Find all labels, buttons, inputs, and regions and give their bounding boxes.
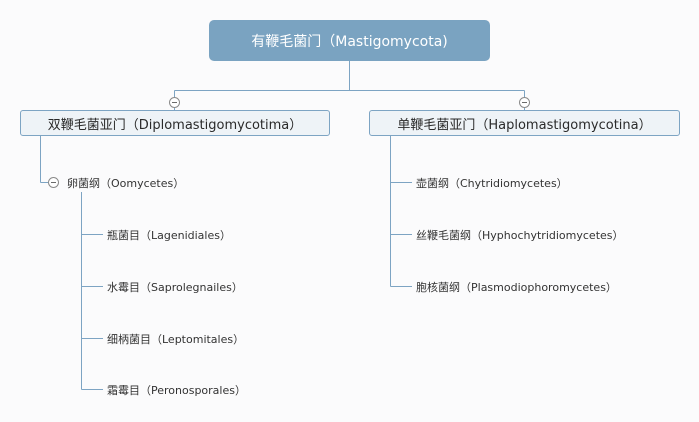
class-label: 丝鞭毛菌纲（Hyphochytridiomycetes） bbox=[416, 229, 624, 242]
root-label: 有鞭毛菌门（Mastigomycota) bbox=[251, 33, 448, 50]
class-node-oomycetes[interactable]: 卵菌纲（Oomycetes） bbox=[67, 174, 184, 192]
class-node-chytridiomycetes[interactable]: 壶菌纲（Chytridiomycetes） bbox=[416, 174, 568, 192]
order-label: 水霉目（Saprolegnailes） bbox=[107, 281, 243, 294]
collapse-minus-icon[interactable] bbox=[519, 97, 530, 108]
collapse-minus-icon[interactable] bbox=[48, 177, 59, 188]
order-node-leptomitales[interactable]: 细柄菌目（Leptomitales） bbox=[107, 330, 244, 348]
class-label: 壶菌纲（Chytridiomycetes） bbox=[416, 177, 568, 190]
subphylum-label: 单鞭毛菌亚门（Haplomastigomycotina） bbox=[397, 117, 652, 133]
order-label: 瓶菌目（Lagenidiales） bbox=[107, 229, 231, 242]
class-label: 胞核菌纲（Plasmodiophoromycetes） bbox=[416, 281, 617, 294]
subphylum-label: 双鞭毛菌亚门（Diplomastigomycotima） bbox=[47, 117, 303, 133]
order-node-lagenidiales[interactable]: 瓶菌目（Lagenidiales） bbox=[107, 226, 231, 244]
class-label: 卵菌纲（Oomycetes） bbox=[67, 177, 185, 190]
order-node-peronosporales[interactable]: 霜霉目（Peronosporales） bbox=[107, 381, 246, 399]
subphylum-node-haplomastigomycotina[interactable]: 单鞭毛菌亚门（Haplomastigomycotina） bbox=[369, 110, 680, 136]
order-node-saprolegnailes[interactable]: 水霉目（Saprolegnailes） bbox=[107, 278, 243, 296]
order-label: 霜霉目（Peronosporales） bbox=[107, 384, 246, 397]
class-node-hyphochytridiomycetes[interactable]: 丝鞭毛菌纲（Hyphochytridiomycetes） bbox=[416, 226, 624, 244]
root-node[interactable]: 有鞭毛菌门（Mastigomycota) bbox=[209, 20, 490, 61]
class-node-plasmodiophoromycetes[interactable]: 胞核菌纲（Plasmodiophoromycetes） bbox=[416, 278, 617, 296]
subphylum-node-diplomastigomycotima[interactable]: 双鞭毛菌亚门（Diplomastigomycotima） bbox=[20, 110, 330, 136]
order-label: 细柄菌目（Leptomitales） bbox=[107, 333, 245, 346]
collapse-minus-icon[interactable] bbox=[169, 97, 180, 108]
